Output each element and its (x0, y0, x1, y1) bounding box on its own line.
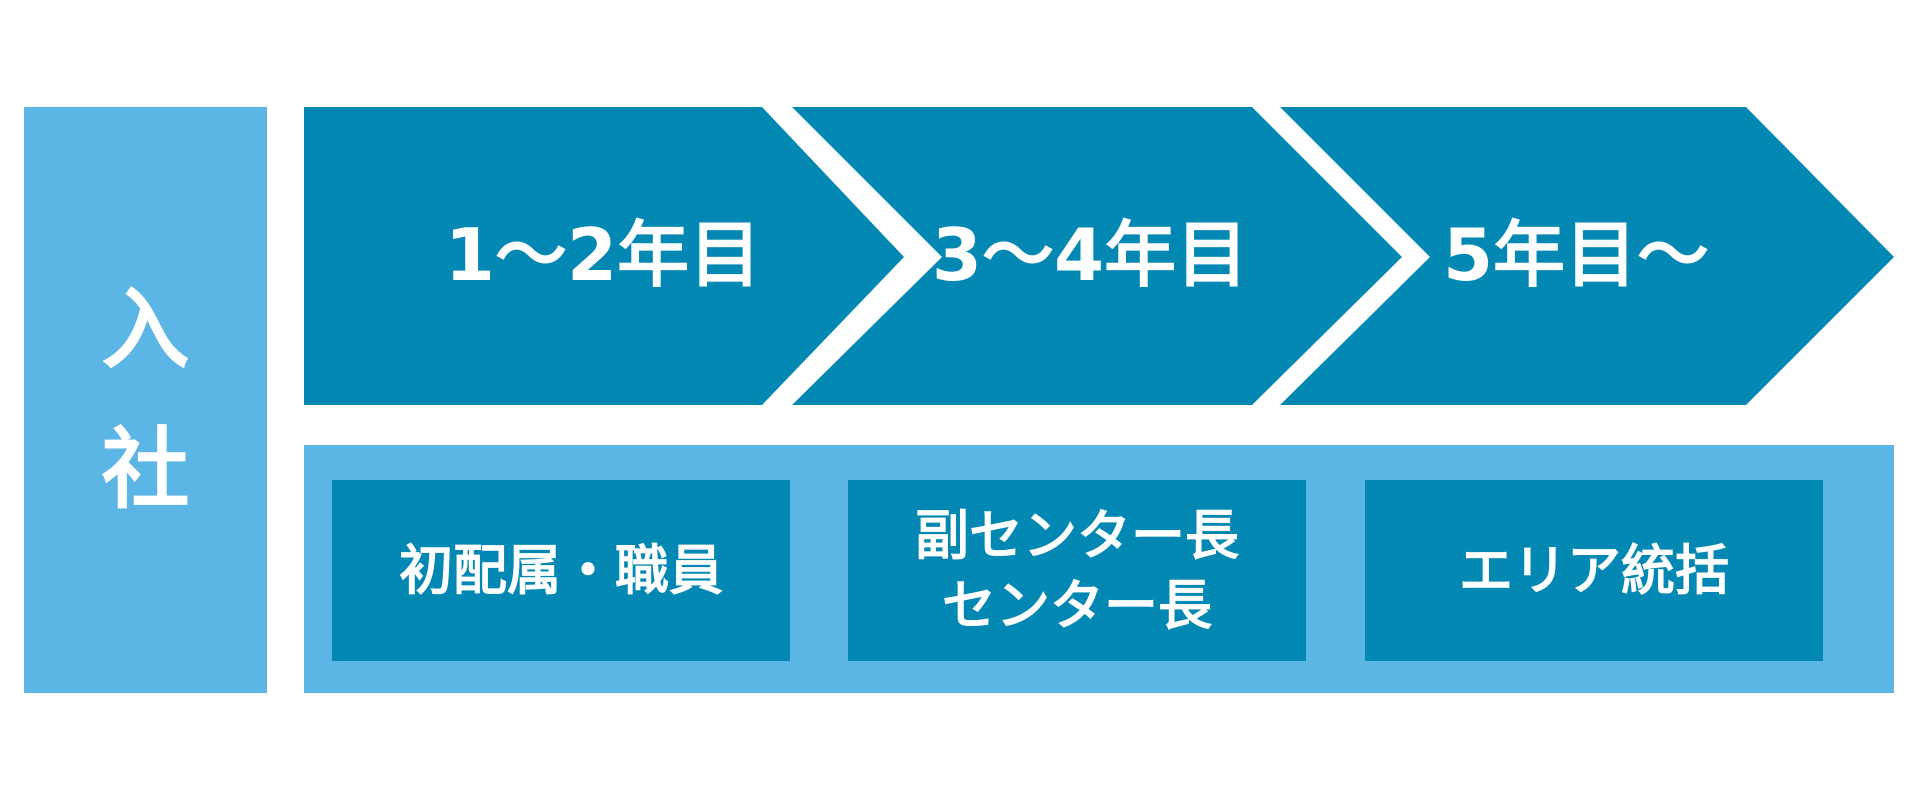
role-text: センター長 (942, 573, 1212, 637)
role-text: エリア統括 (1459, 538, 1729, 602)
roles-panel: 初配属・職員 副センター長 センター長 エリア統括 (304, 445, 1894, 693)
entry-block: 入 社 (24, 107, 267, 693)
entry-char: 社 (101, 418, 190, 521)
role-box: エリア統括 (1365, 480, 1823, 661)
role-text: 副センター長 (915, 503, 1239, 567)
entry-char: 入 (101, 278, 190, 381)
stage-arrow-2 (792, 107, 1402, 405)
stage-label: 5年目〜 (1442, 213, 1710, 297)
stage-label: 3〜4年目 (931, 213, 1249, 297)
role-text: 初配属・職員 (399, 538, 723, 602)
role-box: 初配属・職員 (332, 480, 790, 661)
stage-arrow-3 (1280, 107, 1894, 405)
role-box: 副センター長 センター長 (848, 480, 1306, 661)
stage-arrow-1 (304, 107, 904, 405)
stage-label: 1〜2年目 (444, 213, 762, 297)
